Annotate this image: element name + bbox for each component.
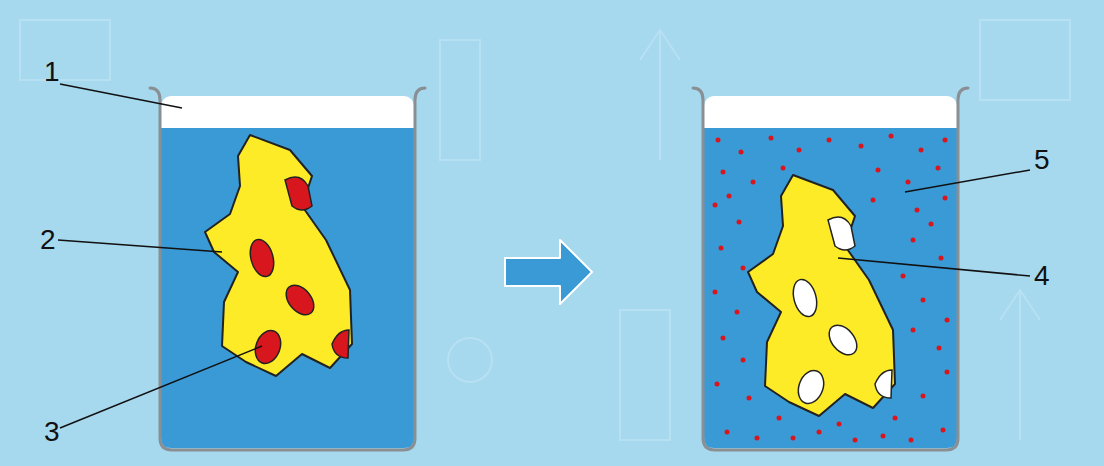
beaker-after <box>693 88 968 450</box>
sponge <box>205 135 352 376</box>
beaker-glass <box>693 88 968 450</box>
dispersed-particles <box>713 134 950 443</box>
liquid <box>704 128 957 448</box>
leader-lines <box>58 84 1030 428</box>
empty-pores <box>789 217 892 407</box>
process-arrow <box>505 240 592 304</box>
callout-number: 4 <box>1034 262 1050 290</box>
red-particles <box>246 177 349 367</box>
callout-number: 2 <box>40 226 56 254</box>
callout-number: 1 <box>44 58 60 86</box>
beaker-glass <box>150 88 425 450</box>
callout-number: 3 <box>44 418 60 446</box>
beaker-before <box>150 88 425 450</box>
sponge <box>748 175 895 416</box>
liquid <box>161 128 414 448</box>
callout-number: 5 <box>1034 146 1050 174</box>
